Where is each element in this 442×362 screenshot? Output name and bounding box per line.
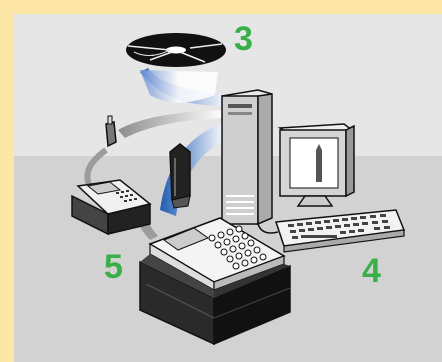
monitor-icon	[280, 124, 354, 206]
data-key-icon	[170, 144, 190, 208]
number-3-label: 3	[234, 20, 253, 58]
obelisk-image	[316, 144, 322, 182]
number-4-label: 4	[362, 252, 381, 290]
computer-tower-icon	[222, 90, 272, 224]
number-5-label: 5	[104, 248, 123, 286]
